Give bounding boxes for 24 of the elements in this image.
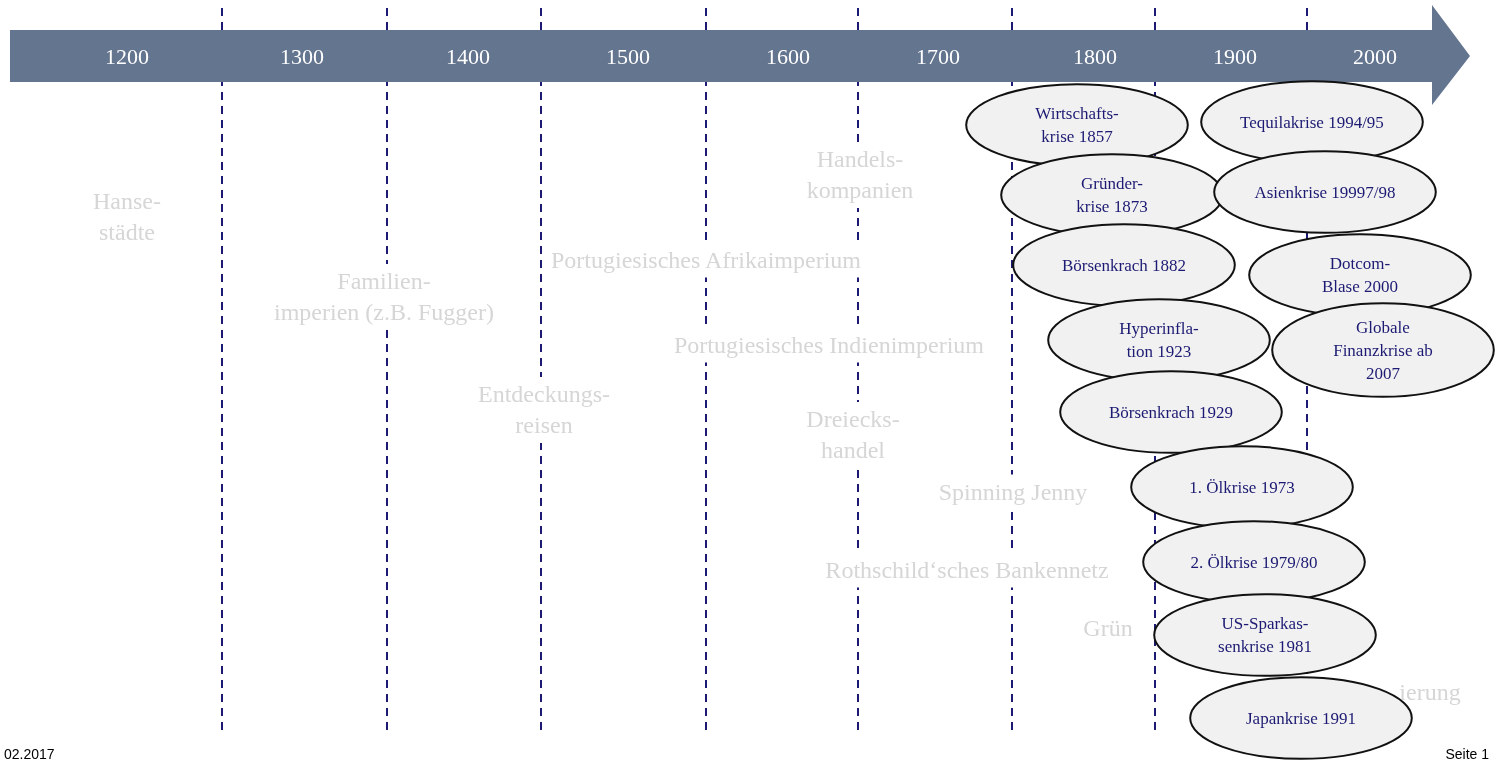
- year-label: 1500: [606, 44, 650, 70]
- year-label: 1300: [280, 44, 324, 70]
- crisis-label: US-Sparkas- senkrise 1981: [1217, 613, 1313, 658]
- year-label: 1400: [446, 44, 490, 70]
- page-number: Seite 1: [1445, 746, 1489, 762]
- crisis-label: Asienkrise 19997/98: [1253, 181, 1397, 204]
- crisis-label: Globale Finanzkrise ab 2007: [1332, 316, 1434, 385]
- crisis-label: Börsenkrach 1929: [1107, 401, 1235, 424]
- year-label: 1200: [105, 44, 149, 70]
- year-label: 2000: [1353, 44, 1397, 70]
- crisis-label: 1. Ölkrise 1973: [1188, 476, 1296, 499]
- year-label: 1600: [766, 44, 810, 70]
- year-label: 1700: [916, 44, 960, 70]
- year-label: 1800: [1073, 44, 1117, 70]
- crisis-label: 2. Ölkrise 1979/80: [1189, 551, 1319, 574]
- year-label: 1900: [1213, 44, 1257, 70]
- crisis-label: Hyperinfla- tion 1923: [1118, 318, 1200, 363]
- date-footer: 02.2017: [4, 746, 55, 762]
- crisis-label: Japankrise 1991: [1245, 707, 1357, 730]
- crisis-label: Tequilakrise 1994/95: [1239, 111, 1385, 134]
- crisis-label: Börsenkrach 1882: [1060, 254, 1188, 277]
- crisis-label: Wirtschafts- krise 1857: [1034, 103, 1120, 148]
- crisis-label: Dotcom- Blase 2000: [1321, 253, 1399, 298]
- crisis-label: Gründer- krise 1873: [1075, 173, 1149, 218]
